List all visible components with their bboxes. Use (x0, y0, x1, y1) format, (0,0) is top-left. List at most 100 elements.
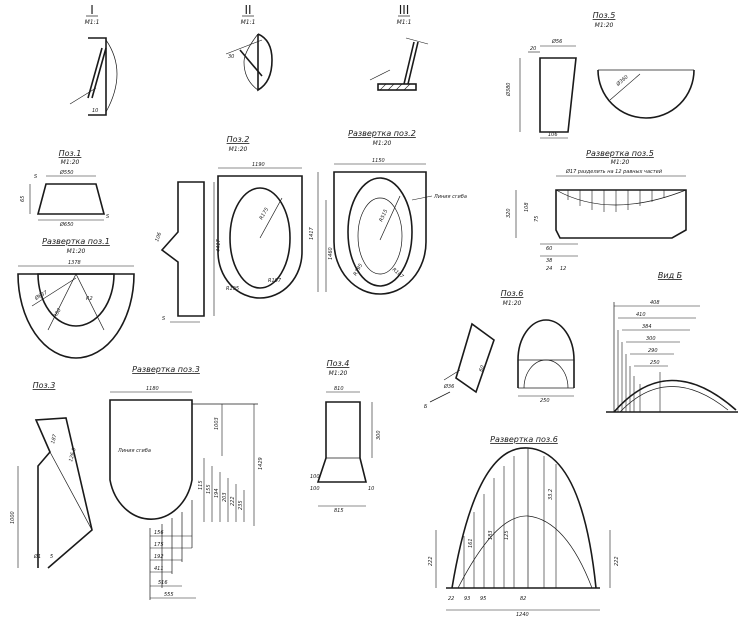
dev3-fold-label: Линия сгиба (117, 448, 151, 454)
dev5-scale: М1:20 (611, 159, 630, 166)
dev3-title: Развертка поз.3 (132, 365, 200, 374)
view-b-title: Вид Б (658, 271, 683, 280)
pos6-front-outer (517, 319, 575, 388)
svg-text:S: S (34, 174, 38, 180)
dev1-title: Развертка поз.1 (42, 237, 110, 246)
pos3-view: Поз.3 187 126.5 1000 Ø1 5 (10, 381, 93, 569)
svg-text:175: 175 (154, 542, 164, 548)
dev6-view: Развертка поз.6 222 222 33.2 22 93 95 16… (428, 435, 620, 618)
svg-text:4417: 4417 (216, 238, 222, 252)
svg-text:100: 100 (310, 486, 320, 492)
section-2-numeral: II (244, 3, 251, 17)
svg-text:106: 106 (548, 132, 558, 138)
svg-text:Ø36: Ø36 (443, 383, 454, 390)
svg-text:100: 100 (310, 474, 320, 480)
svg-text:810: 810 (334, 386, 344, 392)
svg-text:1000: 1000 (10, 511, 16, 524)
section-1-body (88, 37, 107, 116)
svg-text:161: 161 (468, 538, 474, 548)
dev5-title: Развертка поз.5 (586, 149, 654, 158)
pos6-view-ref: Б (424, 404, 428, 410)
dev6-title: Развертка поз.6 (490, 435, 558, 444)
svg-text:194: 194 (214, 488, 220, 498)
svg-text:R2: R2 (86, 296, 93, 302)
view-b: Вид Б 408 410 384 300 290 250 (606, 271, 738, 413)
svg-text:126.5: 126.5 (68, 447, 78, 462)
pos1-view: Поз.1 М1:20 Ø550 Ø650 S S 65 (20, 149, 110, 228)
svg-text:20: 20 (530, 46, 536, 52)
pos2-title: Поз.2 (227, 135, 250, 144)
svg-text:1417: 1417 (309, 226, 315, 240)
svg-text:1190: 1190 (252, 162, 265, 168)
dev2-view: Развертка поз.2 М1:20 1150 R515 R195 R10… (309, 129, 467, 295)
svg-text:125: 125 (504, 530, 510, 540)
svg-text:5: 5 (50, 554, 53, 560)
svg-text:82: 82 (520, 596, 526, 602)
svg-text:411: 411 (154, 566, 164, 572)
svg-text:290: 290 (648, 348, 658, 354)
svg-text:30: 30 (228, 54, 234, 60)
svg-text:106: 106 (154, 232, 163, 243)
svg-text:187: 187 (50, 433, 58, 445)
svg-text:Ø550: Ø550 (59, 169, 73, 176)
pos2-view: Поз.2 М1:20 4417 106 S 1190 R175 R107 R1… (154, 135, 303, 323)
svg-text:156: 156 (154, 530, 164, 536)
svg-text:R107: R107 (268, 278, 282, 284)
section-3-scale: М1:1 (397, 19, 412, 26)
dev2-fold-label: Линия сгиба (433, 194, 467, 200)
dev1-inner-arc (37, 273, 115, 327)
svg-text:250: 250 (650, 360, 660, 366)
section-1-scale: М1:1 (85, 19, 100, 26)
section-1: I М1:1 10 (69, 3, 118, 116)
pos3-title: Поз.3 (33, 381, 56, 390)
svg-text:12: 12 (560, 266, 566, 272)
section-2: II М1:1 30 (225, 3, 273, 92)
svg-text:Ø650: Ø650 (59, 221, 73, 228)
pos6-view: Поз.6 М1:20 Ø36 60 Б 250 (424, 289, 575, 410)
svg-text:1240: 1240 (516, 612, 529, 618)
svg-text:24: 24 (546, 266, 552, 272)
section-3: III М1:1 (369, 3, 429, 91)
pos2-scale: М1:20 (229, 146, 248, 153)
svg-text:33.2: 33.2 (548, 489, 554, 500)
svg-text:115: 115 (198, 480, 204, 490)
svg-text:60: 60 (546, 246, 552, 252)
pos4-view: Поз.4 М1:20 810 300 100 100 10 815 (310, 359, 382, 514)
section-1-numeral: I (90, 3, 94, 17)
svg-text:93: 93 (464, 596, 470, 602)
svg-text:Ø380: Ø380 (505, 83, 512, 97)
svg-text:384: 384 (642, 324, 652, 330)
section-1-weld (91, 47, 107, 99)
svg-text:Ø360: Ø360 (614, 74, 630, 89)
pos4-body (316, 401, 368, 483)
pos1-title: Поз.1 (59, 149, 82, 158)
svg-text:R195: R195 (353, 263, 365, 277)
dev1-scale: М1:20 (67, 248, 86, 255)
svg-text:203: 203 (222, 492, 228, 502)
section-1-arc (105, 39, 118, 113)
view-b-curve (613, 379, 737, 413)
pos5-title: Поз.5 (593, 11, 616, 20)
pos5-scale: М1:20 (595, 22, 614, 29)
svg-text:1378: 1378 (68, 260, 81, 266)
pos4-title: Поз.4 (327, 359, 350, 368)
svg-text:22: 22 (448, 596, 454, 602)
pos3-profile (34, 417, 93, 569)
svg-text:Ø1: Ø1 (33, 553, 41, 560)
svg-text:235: 235 (238, 500, 244, 510)
svg-text:250: 250 (540, 398, 550, 404)
svg-text:10: 10 (92, 108, 98, 114)
svg-text:1429: 1429 (258, 457, 264, 470)
svg-text:155: 155 (206, 484, 212, 494)
svg-text:320: 320 (506, 208, 512, 218)
pos1-cone (36, 183, 106, 215)
pos2-shell (217, 175, 303, 299)
section-3-base (377, 83, 417, 91)
section-2-scale: М1:1 (241, 19, 256, 26)
svg-text:300: 300 (376, 430, 382, 440)
svg-text:516: 516 (158, 580, 168, 586)
dev2-opening (347, 177, 413, 287)
svg-text:R515: R515 (378, 208, 389, 222)
